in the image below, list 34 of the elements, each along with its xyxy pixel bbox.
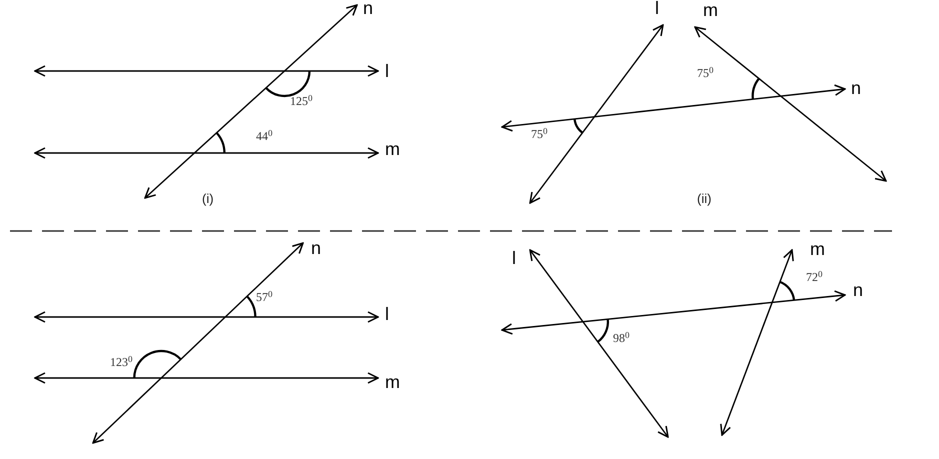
line-label: m [810, 239, 825, 259]
angle-label: 98$^{0}$ [613, 331, 630, 345]
line-arrow [34, 147, 379, 159]
angle-label: 123$^{0}$ [110, 355, 132, 369]
angle-label: 57$^{0}$ [256, 290, 272, 304]
angle-label: 72$^{0}$ [806, 270, 822, 284]
line-arrow [501, 84, 846, 132]
line-label: n [853, 280, 864, 300]
angle-label: 75$^{0}$ [531, 127, 548, 141]
line-arrow [92, 242, 304, 444]
line-label: l [655, 0, 659, 18]
angle-label: 44$^{0}$ [256, 129, 272, 143]
line-arrow [34, 65, 379, 77]
line-label: m [385, 139, 400, 159]
figure-number: (ii) [697, 191, 712, 207]
line-label: n [363, 0, 374, 18]
line-label: l [385, 304, 389, 324]
line-arrow [529, 249, 669, 438]
line-arrow [501, 290, 846, 335]
line-label: l [385, 61, 389, 81]
angle-label: 75$^{0}$ [697, 66, 714, 80]
figure-number: (i) [202, 191, 214, 207]
line-label: m [703, 0, 718, 20]
line-arrow [34, 372, 379, 384]
line-arrow [720, 249, 794, 436]
line-arrow [144, 4, 358, 199]
line-label: n [311, 238, 322, 258]
line-arrow [34, 311, 379, 323]
line-label: m [385, 372, 400, 392]
line-label: n [851, 78, 862, 98]
line-arrow [694, 26, 887, 182]
line-arrow [529, 24, 664, 204]
line-label: l [512, 248, 516, 268]
angle-label: 125$^{0}$ [290, 94, 312, 108]
